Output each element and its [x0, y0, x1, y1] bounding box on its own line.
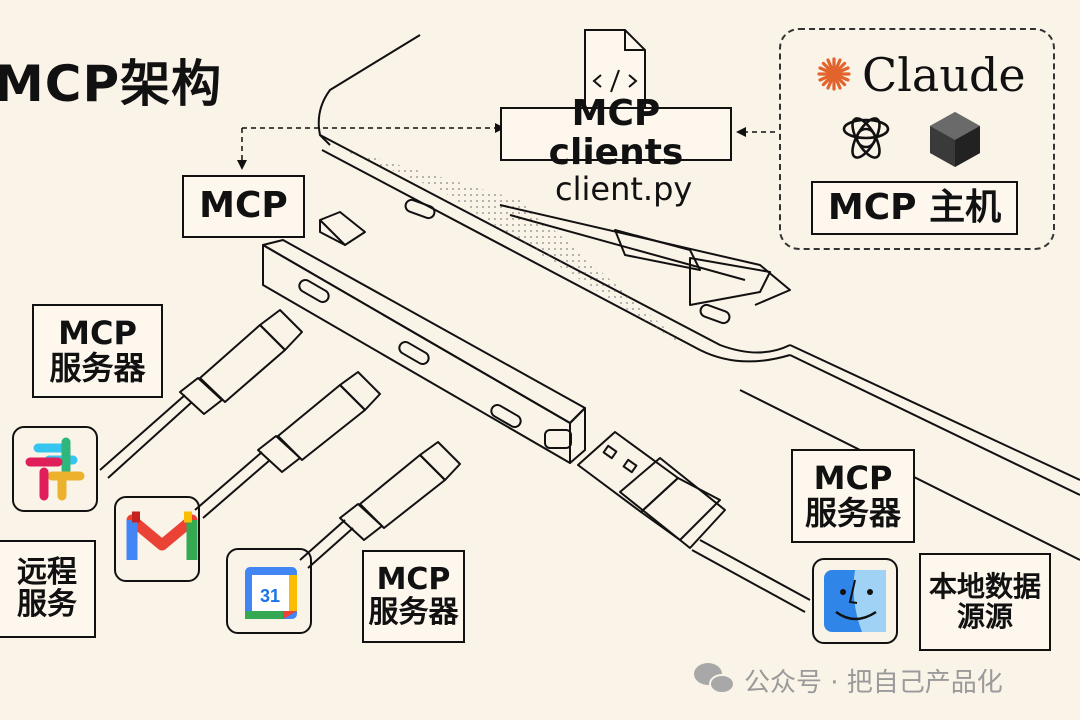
label-line: 服务	[17, 587, 77, 622]
label-line: MCP	[813, 459, 893, 498]
slack-icon	[25, 437, 85, 501]
finder-tile	[812, 558, 898, 644]
mcp-label: MCP	[182, 175, 305, 238]
hexagon-model-icon	[930, 112, 980, 167]
calendar-day-number: 31	[260, 586, 280, 606]
calendar-tile	[226, 548, 312, 634]
mcp-host-label: MCP 主机	[811, 181, 1018, 235]
wechat-icon	[694, 663, 735, 694]
usb-hub-drawing	[262, 211, 586, 464]
usb-c-cables	[99, 309, 461, 569]
label-line: 源源	[956, 600, 1013, 633]
label-line: 远程	[17, 554, 77, 590]
slack-tile	[12, 426, 98, 512]
label-line: 服务器	[804, 494, 901, 532]
mcp-server-label-calendar: MCP 服务器	[362, 550, 465, 643]
claude-wordmark: Claude	[862, 48, 1026, 102]
gmail-tile	[114, 496, 200, 582]
page-title: MCP架构	[0, 55, 223, 113]
label-line: 服务器	[49, 349, 146, 387]
google-calendar-icon: 31	[245, 567, 297, 619]
client-file-label: client.py	[555, 170, 693, 208]
remote-service-label: 远程 服务	[0, 540, 96, 638]
usb-a-plug	[577, 431, 811, 613]
arrow-head	[736, 127, 746, 137]
connection-arrows	[241, 127, 775, 162]
arrow-head	[237, 160, 247, 170]
claude-sunburst-icon	[817, 57, 851, 91]
mcp-clients-label: MCP clients	[500, 94, 732, 172]
local-data-source-label: 本地数据 源源	[919, 553, 1051, 651]
gmail-icon	[126, 511, 198, 560]
mcp-host-group	[779, 28, 1055, 250]
code-file-icon	[584, 29, 646, 109]
mcp-server-label-remote: MCP 服务器	[32, 304, 163, 398]
watermark-text: 公众号 · 把自己产品化	[744, 668, 1003, 698]
label-line: 本地数据	[928, 569, 1041, 603]
label-line: 服务器	[368, 594, 459, 630]
openai-icon	[842, 117, 890, 159]
mcp-server-label-local: MCP 服务器	[791, 449, 915, 543]
label-line: MCP	[58, 314, 137, 353]
label-line: MCP	[376, 562, 451, 598]
finder-icon	[824, 570, 886, 632]
